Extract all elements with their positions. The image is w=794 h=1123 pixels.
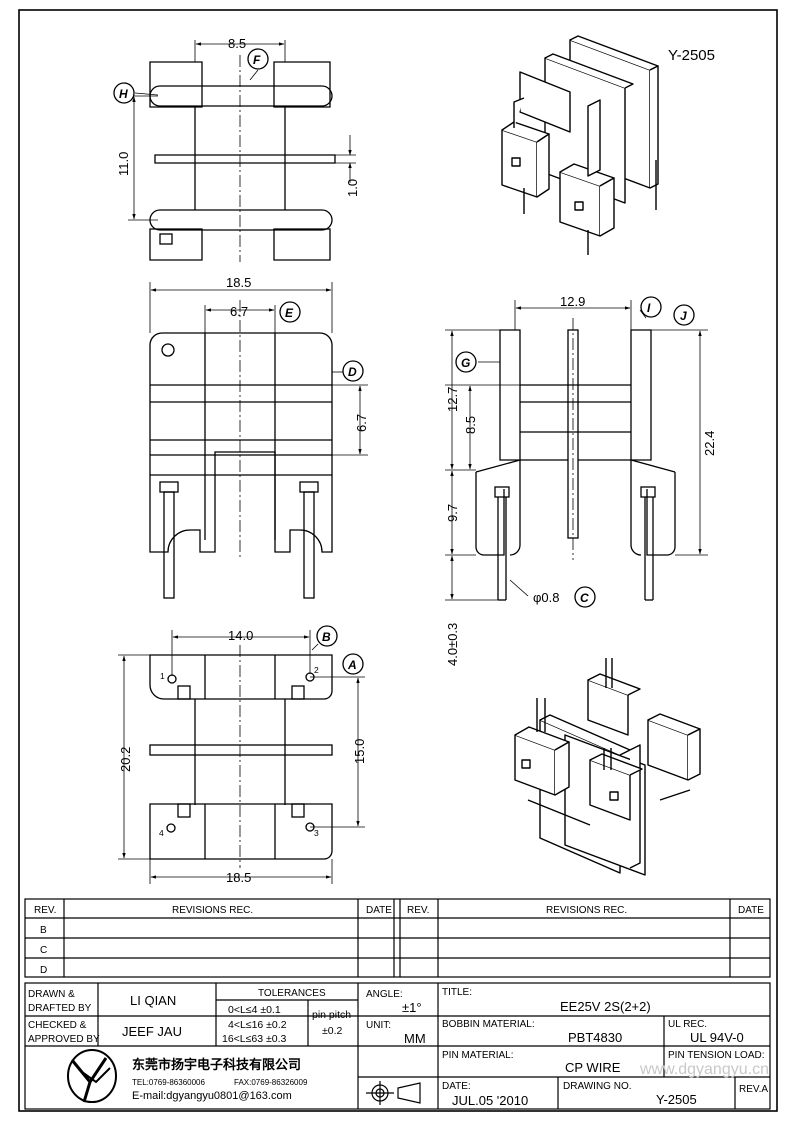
- angle-label: ANGLE:: [366, 989, 403, 1000]
- ul-value: UL 94V-0: [690, 1030, 744, 1045]
- dim-pin-length: 4.0±0.3: [445, 623, 460, 666]
- bubble-d: D: [342, 360, 364, 382]
- pin-material-value: CP WIRE: [565, 1060, 621, 1075]
- dim-side-mid: 8.5: [463, 416, 478, 434]
- dim-top-height: 11.0: [116, 152, 131, 176]
- svg-text:I: I: [647, 301, 651, 315]
- drawn-value: LI QIAN: [130, 993, 176, 1008]
- drawn-label-1: DRAWN &: [28, 989, 75, 1000]
- drawn-label-2: DRAFTED BY: [28, 1003, 92, 1014]
- pin-pitch-label: pin pitch: [312, 1009, 351, 1021]
- svg-text:B: B: [322, 630, 331, 644]
- unit-value: MM: [404, 1031, 426, 1046]
- tolerance-row-3: 16<L≤63 ±0.3: [222, 1033, 287, 1045]
- bubble-g: G: [455, 351, 477, 373]
- checked-value: JEEF JAU: [122, 1024, 182, 1039]
- unit-label: UNIT:: [366, 1020, 391, 1031]
- title-value: EE25V 2S(2+2): [560, 999, 651, 1014]
- rev-row-c: C: [40, 945, 47, 956]
- dim-top-flange: 1.0: [345, 179, 360, 197]
- checked-label-1: CHECKED &: [28, 1020, 87, 1031]
- pin-material-label: PIN MATERIAL:: [442, 1050, 514, 1061]
- date-value: JUL.05 '2010: [452, 1093, 528, 1108]
- bottom-view: [118, 630, 365, 884]
- bubble-i: I: [640, 296, 662, 318]
- top-view: [128, 40, 356, 262]
- bobbin-value: PBT4830: [568, 1030, 622, 1045]
- checked-label-2: APPROVED BY: [28, 1034, 100, 1045]
- bubble-c: C: [574, 586, 596, 608]
- pin-number-1: 1: [160, 671, 165, 681]
- company-logo: [67, 1049, 117, 1103]
- dim-side-upper: 12.7: [445, 387, 460, 412]
- dim-bottom-pin-span: 14.0: [228, 628, 253, 643]
- rev-header-right: REV.: [407, 905, 429, 916]
- date-header-left: DATE: [366, 905, 392, 916]
- dim-front-core: 6.7: [354, 414, 369, 432]
- sheet-border: [18, 9, 778, 1112]
- pin-number-4: 4: [159, 828, 164, 838]
- dim-bottom-width: 18.5: [226, 870, 251, 885]
- tolerances-label: TOLERANCES: [258, 988, 326, 999]
- watermark-url: www.dgyangyu.cn: [639, 1061, 769, 1078]
- drawing-code-label: Y-2505: [668, 47, 715, 64]
- rev-a-label: REV.A: [739, 1084, 768, 1095]
- dim-side-total: 22.4: [702, 431, 717, 456]
- company-fax: FAX:0769-86326009: [234, 1078, 308, 1087]
- revisions-header-left: REVISIONS REC.: [172, 905, 253, 916]
- pin-pitch-value: ±0.2: [322, 1025, 343, 1037]
- bubble-h: H: [113, 82, 135, 104]
- bubble-f: F: [247, 48, 269, 70]
- tolerance-row-2: 4<L≤16 ±0.2: [228, 1019, 287, 1031]
- dim-top-width: 8.5: [228, 36, 246, 51]
- company-email: E-mail:dgyangyu0801@163.com: [132, 1090, 292, 1102]
- angle-value: ±1°: [402, 1000, 422, 1015]
- rev-row-d: D: [40, 965, 47, 976]
- rev-header-left: REV.: [34, 905, 56, 916]
- bubble-b: B: [316, 625, 338, 647]
- company-name: 东莞市扬宇电子科技有限公司: [132, 1057, 301, 1072]
- svg-text:A: A: [347, 658, 357, 672]
- bubble-j: J: [673, 304, 695, 326]
- drawing-no-label: DRAWING NO.: [563, 1081, 632, 1092]
- date-header-right: DATE: [738, 905, 764, 916]
- svg-text:C: C: [580, 591, 589, 605]
- side-view: [445, 300, 708, 601]
- svg-text:D: D: [348, 365, 357, 379]
- front-view: [149, 282, 368, 599]
- title-label: TITLE:: [442, 987, 472, 998]
- svg-text:G: G: [461, 356, 470, 370]
- dim-front-width: 18.5: [226, 275, 251, 290]
- pin-number-3: 3: [314, 828, 319, 838]
- rev-row-b: B: [40, 925, 47, 936]
- ul-label: UL REC.: [668, 1019, 707, 1030]
- dim-pin-dia: φ0.8: [533, 590, 560, 605]
- revisions-table: [24, 898, 771, 978]
- company-tel: TEL:0769-86360006: [132, 1078, 206, 1087]
- bubble-e: E: [279, 301, 301, 323]
- svg-text:E: E: [285, 306, 294, 320]
- bobbin-label: BOBBIN MATERIAL:: [442, 1019, 535, 1030]
- svg-text:F: F: [253, 53, 261, 67]
- dim-front-inner: 6.7: [230, 304, 248, 319]
- dim-side-lower: 9.7: [445, 504, 460, 522]
- svg-text:H: H: [119, 87, 128, 101]
- bubble-a: A: [342, 653, 364, 675]
- pin-tension-label: PIN TENSION LOAD:: [668, 1050, 765, 1061]
- tolerance-row-1: 0<L≤4 ±0.1: [228, 1004, 281, 1016]
- svg-text:J: J: [680, 309, 687, 323]
- drawing-no-value: Y-2505: [656, 1092, 697, 1107]
- iso-view-top: [501, 35, 659, 255]
- date-label: DATE:: [442, 1081, 471, 1092]
- title-block: [24, 982, 771, 1110]
- dim-bottom-pitch: 15.0: [352, 739, 367, 764]
- dim-side-width: 12.9: [560, 294, 585, 309]
- pin-number-2: 2: [314, 665, 319, 675]
- dim-bottom-height: 20.2: [118, 747, 133, 772]
- iso-view-bottom: [514, 658, 701, 876]
- revisions-header-right: REVISIONS REC.: [546, 905, 627, 916]
